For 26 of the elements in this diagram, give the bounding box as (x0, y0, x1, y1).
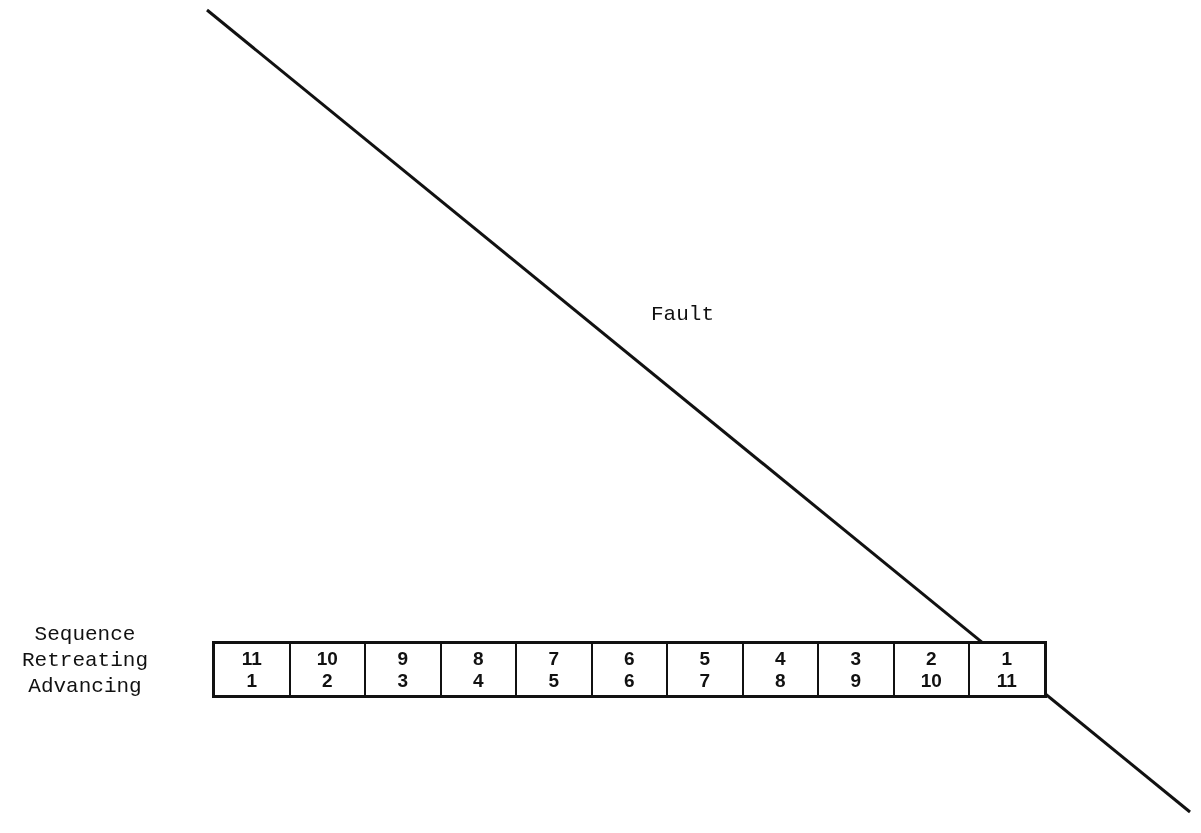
sequence-number: 9 (397, 647, 409, 670)
sequence-number: 1 (1001, 647, 1013, 670)
sequence-number: 6 (623, 647, 635, 670)
sequence-number: 8 (774, 669, 786, 692)
sequence-number: 4 (774, 647, 786, 670)
sequence-number: 10 (316, 647, 338, 670)
text-label: Retreating (21, 648, 149, 674)
sequence-number: 5 (699, 647, 711, 670)
sequence-number: 1 (246, 669, 258, 692)
text-label: Sequence (33, 622, 137, 648)
sequence-number: 2 (321, 669, 333, 692)
text-label: Advancing (27, 674, 143, 700)
sequence-number: 11 (996, 669, 1017, 692)
sequence-number: 8 (472, 647, 484, 670)
sequence-number: 4 (472, 669, 484, 692)
sequence-number: 6 (623, 669, 635, 692)
sequence-number: 7 (699, 669, 711, 692)
sequence-number: 10 (920, 669, 942, 692)
sequence-number: 3 (850, 647, 862, 670)
sequence-number: 7 (548, 647, 560, 670)
sequence-number: 11 (241, 647, 262, 670)
text-label: Fault (651, 302, 714, 328)
sequence-number: 3 (397, 669, 409, 692)
sequence-number: 5 (548, 669, 560, 692)
sequence-number: 2 (925, 647, 937, 670)
sequence-number: 9 (850, 669, 862, 692)
